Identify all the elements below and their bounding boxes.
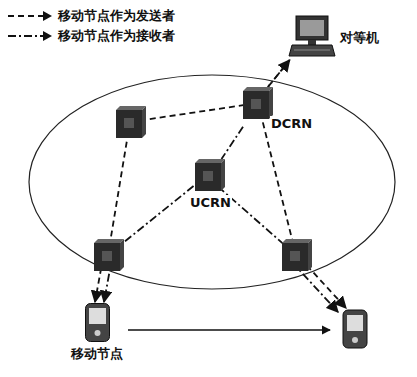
- icon-wrap: [195, 159, 226, 192]
- mobile-icon: [85, 303, 110, 343]
- node-label: DCRN: [270, 116, 313, 131]
- router-icon: [116, 106, 146, 138]
- domain-ellipse: [29, 75, 395, 289]
- node-label: 移动节点: [70, 346, 124, 361]
- router-icon: [282, 239, 312, 271]
- router-icon: [195, 159, 226, 192]
- legend-line-sample: [6, 10, 54, 22]
- sender-paths: [95, 103, 346, 308]
- router-node: DCRN: [243, 87, 313, 131]
- legend-row: 移动节点作为发送者: [6, 6, 175, 26]
- path-connector: [268, 60, 290, 87]
- node-label: 对等机: [339, 30, 380, 45]
- mobile-node: 移动节点: [70, 303, 124, 361]
- peer-computer: 对等机: [288, 14, 380, 60]
- movement-arrow: [128, 329, 330, 330]
- computer-icon: [288, 14, 336, 60]
- path-connector: [222, 127, 244, 159]
- mobile-icon: [343, 310, 367, 348]
- node-label: UCRN: [189, 195, 232, 210]
- legend: 移动节点作为发送者移动节点作为接收者: [6, 6, 175, 46]
- legend-line-sample: [6, 30, 54, 42]
- legend-text: 移动节点作为接收者: [58, 27, 175, 45]
- receiver-paths: [104, 176, 338, 312]
- icon-wrap: [85, 303, 110, 343]
- icon-wrap: [288, 14, 336, 60]
- router-icon: [94, 239, 124, 271]
- path-connector: [268, 60, 290, 87]
- legend-row: 移动节点作为接收者: [6, 26, 175, 46]
- legend-text: 移动节点作为发送者: [58, 7, 175, 25]
- router-node: UCRN: [189, 159, 232, 210]
